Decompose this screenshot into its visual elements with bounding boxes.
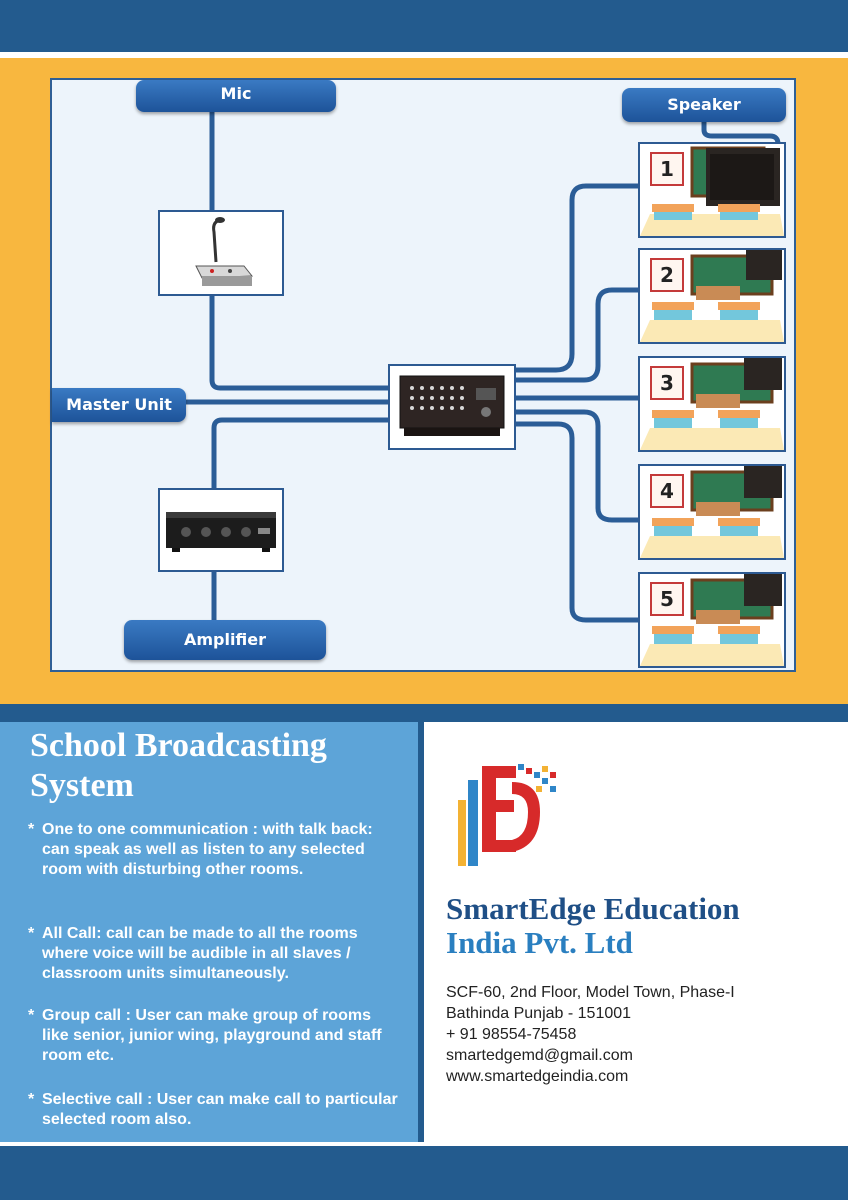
room-number: 3: [650, 366, 684, 400]
bullet-item: * Group call : User can make group of ro…: [28, 1006, 398, 1066]
broadcast-diagram: Mic Speaker Master Unit Amplifier: [50, 78, 796, 672]
bullet-text: All Call: call can be made to all the ro…: [42, 925, 358, 982]
room-number: 1: [650, 152, 684, 186]
title-line-1: School Broadcasting: [30, 727, 327, 764]
classroom-icon: [640, 466, 784, 558]
bullet-star: *: [28, 1091, 35, 1108]
title-line-2: System: [30, 767, 134, 804]
bullet-text: Selective call : User can make call to p…: [42, 1091, 398, 1128]
microphone-box: [158, 210, 284, 296]
bullet-star: *: [28, 1007, 35, 1024]
amplifier-box: [158, 488, 284, 572]
contact-block: SCF-60, 2nd Floor, Model Town, Phase-I B…: [446, 982, 826, 1087]
speaker-tab: Speaker: [622, 88, 786, 122]
room-number: 2: [650, 258, 684, 292]
website: www.smartedgeindia.com: [446, 1068, 629, 1085]
panel-edge: [418, 722, 424, 1142]
page-title: School Broadcasting System: [30, 726, 410, 806]
classroom-3: 3: [638, 356, 786, 452]
classroom-5: 5: [638, 572, 786, 668]
top-divider: [0, 52, 848, 58]
email-address: smartedgemd@gmail.com: [446, 1047, 633, 1064]
classroom-icon: [640, 574, 784, 666]
classroom-1: 1: [638, 142, 786, 238]
connection-lines: [182, 112, 781, 626]
classroom-4: 4: [638, 464, 786, 560]
address-line-2: Bathinda Punjab - 151001: [446, 1005, 632, 1022]
bullet-text: One to one communication : with talk bac…: [42, 821, 373, 878]
room-number: 4: [650, 474, 684, 508]
classroom-icon: [640, 358, 784, 450]
classroom-2: 2: [638, 248, 786, 344]
address-line-1: SCF-60, 2nd Floor, Model Town, Phase-I: [446, 984, 735, 1001]
company-logo: [458, 764, 556, 866]
company-name-line-1: SmartEdge Education: [446, 891, 740, 926]
bullet-item: * Selective call : User can make call to…: [28, 1090, 398, 1130]
company-name: SmartEdge Education India Pvt. Ltd: [446, 892, 826, 960]
bottom-divider: [0, 1142, 848, 1146]
mic-tab: Mic: [136, 80, 336, 112]
mixer-icon: [399, 375, 505, 436]
top-banner-bar: [0, 0, 848, 52]
bullet-item: * All Call: call can be made to all the …: [28, 924, 398, 984]
amplifier-tab: Amplifier: [124, 620, 326, 660]
microphone-icon: [195, 217, 254, 286]
middle-divider-bar: [0, 704, 848, 722]
room-number: 5: [650, 582, 684, 616]
company-panel: [424, 722, 848, 1142]
classroom-icon: [640, 250, 784, 342]
company-name-line-2: India Pvt. Ltd: [446, 925, 633, 960]
bullet-text: Group call : User can make group of room…: [42, 1007, 382, 1064]
info-panel: [0, 722, 424, 1142]
bullet-item: * One to one communication : with talk b…: [28, 820, 398, 880]
classroom-icon: [640, 146, 784, 236]
bullet-star: *: [28, 925, 35, 942]
master-unit-tab: Master Unit: [52, 388, 186, 422]
amplifier-icon: [166, 512, 276, 552]
bullet-star: *: [28, 821, 35, 838]
bottom-banner-bar: [0, 1142, 848, 1200]
phone-number: + 91 98554-75458: [446, 1026, 577, 1043]
master-unit-box: [388, 364, 516, 450]
